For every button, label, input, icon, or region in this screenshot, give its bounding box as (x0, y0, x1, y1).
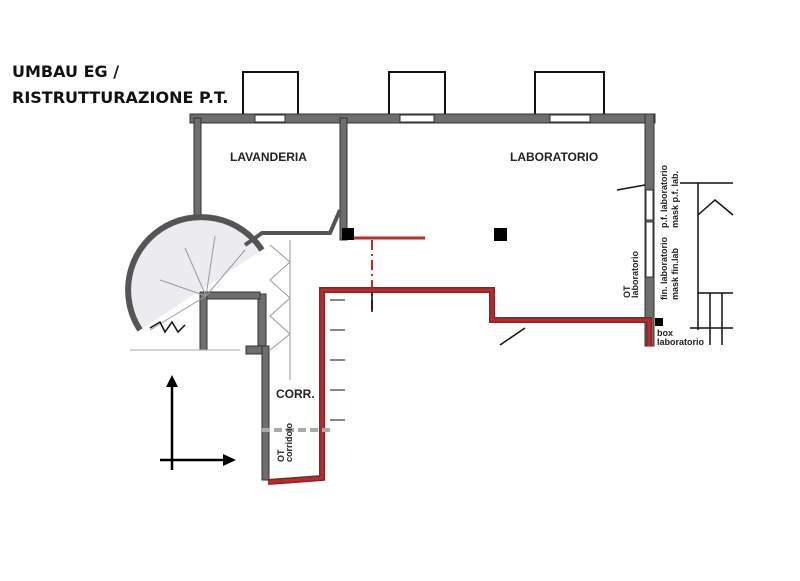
label-mask-pf-lab: mask p.f. lab. (670, 171, 680, 228)
label-ot-corridoio: OT (276, 449, 286, 462)
room-label-corridoio: CORR. (276, 387, 315, 401)
svg-text:corridoio: corridoio (284, 422, 294, 462)
pillar (342, 228, 354, 240)
plan-title-line1: UMBAU EG / (12, 62, 120, 81)
label-ot-laboratorio: OT (622, 285, 632, 298)
label-mask-fin-lab: mask fin.lab (670, 247, 680, 300)
spiral-staircase (125, 214, 265, 351)
label-fin-laboratorio: fin. laboratorio (659, 236, 669, 300)
window-boxes (242, 71, 605, 118)
pillar (494, 228, 507, 241)
plan-title-line2: RISTRUTTURAZIONE P.T. (12, 88, 229, 107)
label-box-laboratorio: box (657, 328, 673, 338)
axis-arrows (160, 375, 236, 470)
room-label-laboratorio: LABORATORIO (510, 150, 598, 164)
walls (189, 113, 656, 481)
new-work-lines (267, 236, 652, 485)
label-pf-laboratorio: p.f. laboratorio (659, 164, 669, 228)
svg-text:laboratorio: laboratorio (630, 250, 640, 298)
room-label-lavanderia: LAVANDERIA (230, 150, 307, 164)
svg-text:laboratorio: laboratorio (657, 337, 705, 347)
